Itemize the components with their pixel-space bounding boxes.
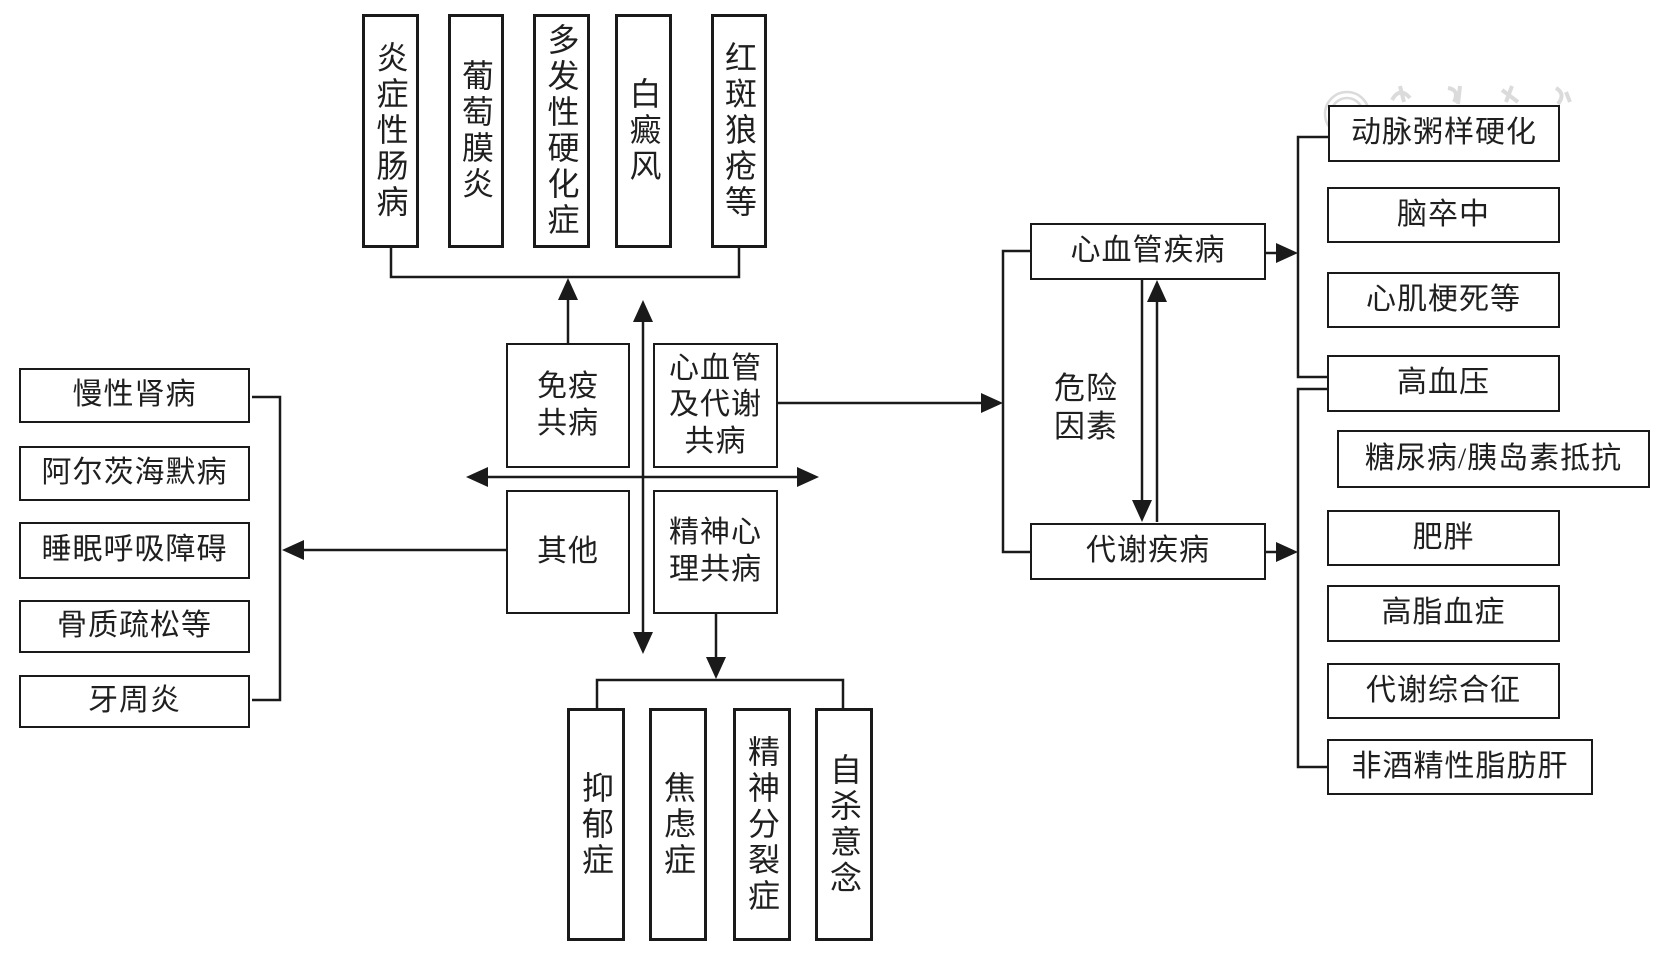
- box-sleep-apnea: 睡眠呼吸障碍: [19, 522, 250, 579]
- box-myocardial-infarction: 心肌梗死等: [1327, 272, 1560, 328]
- box-alzheimers-disease: 阿尔茨海默病: [19, 446, 250, 501]
- box-periodontitis: 牙周炎: [19, 675, 250, 728]
- left-bracket: [252, 395, 282, 702]
- box-diabetes-insulin-resistance: 糖尿病/胰岛素抵抗: [1337, 430, 1650, 488]
- box-anxiety: 焦虑症: [649, 708, 707, 941]
- box-vitiligo: 白癜风: [615, 14, 672, 248]
- box-cardiometabolic-comorbidity: 心血管 及代谢 共病: [653, 343, 778, 468]
- box-inflammatory-bowel-disease: 炎症性肠病: [362, 14, 419, 248]
- metabolic-outcomes-bracket: [1296, 387, 1327, 769]
- box-stroke: 脑卒中: [1327, 187, 1560, 243]
- bottom-bracket: [595, 678, 845, 708]
- box-immune-comorbidity: 免疫 共病: [506, 343, 630, 468]
- box-multiple-sclerosis: 多发性硬化症: [533, 14, 590, 248]
- top-bracket: [389, 248, 741, 279]
- label-risk-factors: 危险 因素: [1054, 370, 1118, 444]
- risk-bracket: [1001, 249, 1031, 554]
- arrowheads: [282, 243, 1298, 679]
- cvd-outcomes-bracket: [1296, 135, 1328, 379]
- box-hypertension: 高血压: [1327, 355, 1560, 412]
- box-osteoporosis: 骨质疏松等: [19, 600, 250, 653]
- box-schizophrenia: 精神分裂症: [733, 708, 791, 941]
- box-nafld: 非酒精性脂肪肝: [1327, 739, 1593, 795]
- box-chronic-kidney-disease: 慢性肾病: [19, 368, 250, 423]
- box-depression: 抑郁症: [567, 708, 625, 941]
- box-hyperlipidemia: 高脂血症: [1327, 585, 1560, 642]
- box-metabolic-syndrome: 代谢综合征: [1327, 663, 1560, 719]
- box-uveitis: 葡萄膜炎: [448, 14, 504, 248]
- box-lupus-erythematosus: 红斑狼疮等: [711, 14, 767, 248]
- center-cross-arrows: [485, 320, 800, 634]
- box-psychological-comorbidity: 精神心 理共病: [653, 490, 778, 614]
- cvd-metabolic-double-arrow: [1140, 280, 1159, 522]
- box-cardiovascular-disease: 心血管疾病: [1030, 223, 1266, 280]
- box-other-comorbidity: 其他: [506, 490, 630, 614]
- box-metabolic-disease: 代谢疾病: [1030, 523, 1266, 580]
- box-atherosclerosis: 动脉粥样硬化: [1328, 105, 1560, 162]
- box-suicidal-ideation: 自杀意念: [815, 708, 873, 941]
- box-obesity: 肥胖: [1327, 510, 1560, 566]
